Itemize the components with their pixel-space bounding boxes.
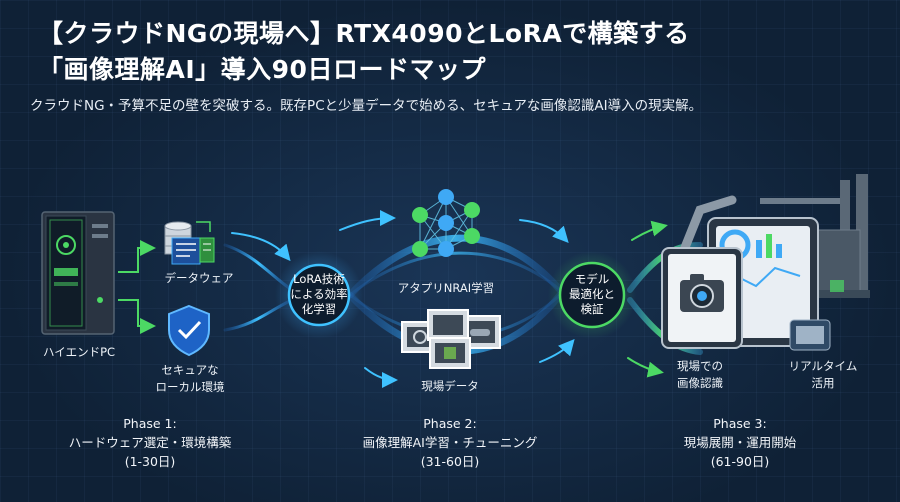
model-line2: 最適化と	[569, 287, 615, 301]
phase-3-desc: 現場展開・運用開始	[683, 435, 797, 450]
lora-line3: 化学習	[301, 302, 337, 316]
subtitle: クラウドNG・予算不足の壁を突破する。既存PCと少量データで始める、セキュアな画…	[30, 98, 703, 114]
phase-2-range: (31-60日)	[420, 454, 480, 469]
title-line-1: 【クラウドNGの現場へ】RTX4090とLoRAで構築する	[38, 19, 690, 48]
phase-1-desc: ハードウェア選定・環境構築	[68, 435, 232, 450]
neural-network-icon	[419, 196, 473, 250]
label-onsite-recognition: 現場での 画像認識	[668, 358, 732, 392]
phase-3: Phase 3: 現場展開・運用開始 (61-90日)	[640, 414, 840, 471]
label-data-ware: データウェア	[164, 271, 234, 285]
label-realtime-use: リアルタイム 活用	[778, 358, 868, 392]
phase-3-name: Phase 3:	[713, 416, 767, 431]
image-stack-icon	[401, 309, 501, 369]
neural-network-nodes	[412, 189, 480, 257]
label-onsite-line2: 画像認識	[677, 376, 723, 390]
lora-circle-text: LoRA技術 による効率 化学習	[284, 272, 354, 317]
model-circle	[548, 251, 636, 339]
model-line3: 検証	[580, 302, 604, 316]
phase-1-name: Phase 1:	[123, 416, 177, 431]
database-icon	[164, 221, 215, 265]
lora-circle	[275, 251, 363, 339]
tablet-camera-icon	[661, 217, 831, 351]
phase-1-range: (1-30日)	[124, 454, 176, 469]
phase-2-name: Phase 2:	[423, 416, 477, 431]
pc-tower-icon	[41, 211, 115, 335]
shield-check-icon	[168, 304, 210, 357]
lora-line1: LoRA技術	[293, 272, 345, 286]
model-circle-text: モデル 最適化と 検証	[557, 272, 627, 317]
label-high-end-pc: ハイエンドPC	[42, 345, 116, 359]
label-adapted-ai: アタプリNRAI学習	[397, 281, 495, 295]
label-secure-local-line2: ローカル環境	[155, 380, 225, 394]
phase-2-desc: 画像理解AI学習・チューニング	[362, 435, 538, 450]
model-line1: モデル	[574, 272, 610, 286]
lora-line2: による効率	[290, 287, 348, 301]
label-field-data: 現場データ	[421, 379, 479, 393]
connector-lines	[118, 240, 156, 334]
phase-1: Phase 1: ハードウェア選定・環境構築 (1-30日)	[40, 414, 260, 471]
flow-ribbons	[223, 210, 703, 388]
phase-3-range: (61-90日)	[710, 454, 770, 469]
label-realtime-line2: 活用	[811, 376, 835, 390]
phase-2: Phase 2: 画像理解AI学習・チューニング (31-60日)	[340, 414, 560, 471]
label-realtime-line1: リアルタイム	[788, 359, 858, 373]
label-secure-local: セキュアな ローカル環境	[150, 362, 230, 396]
title-line-2: 「画像理解AI」導入90日ロードマップ	[38, 55, 486, 84]
label-onsite-line1: 現場での	[677, 359, 723, 373]
label-secure-local-line1: セキュアな	[161, 363, 219, 377]
